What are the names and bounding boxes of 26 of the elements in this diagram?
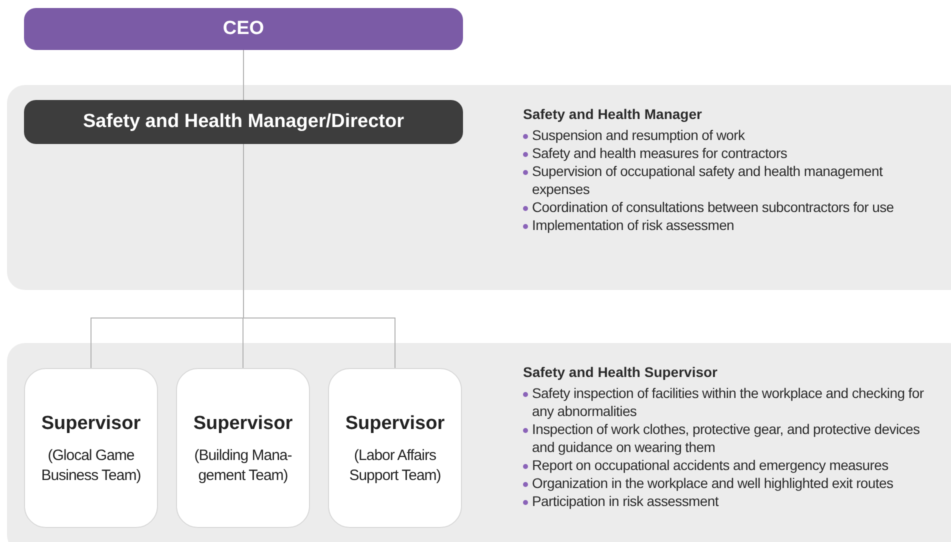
section-band: [7, 343, 951, 542]
duty-item: Implementation of risk assessmen: [532, 216, 734, 234]
duty-item: Inspection of work clothes, protective gear, and protective devices and guidance on wearing them: [532, 420, 921, 456]
section-band: [7, 85, 951, 290]
duty-item: Suspension and resumption of work: [532, 126, 745, 144]
role-title: Supervisor: [193, 412, 293, 436]
duty-item: Coordination of consultations between subcontractors for use: [532, 198, 894, 216]
duty-item: Organization in the workplace and well highlighted exit routes: [532, 474, 894, 492]
team-name: (Glocal Game Business Team): [40, 446, 142, 486]
manager-box: Safety and Health Manager/Director: [24, 100, 463, 144]
role-title: Supervisor: [345, 412, 445, 436]
team-name: (Building Mana-gement Team): [193, 446, 293, 486]
duty-item: Supervision of occupational safety and health management expenses: [532, 162, 884, 198]
duty-item: Report on occupational accidents and emergency measures: [532, 456, 888, 474]
duty-item: Safety and health measures for contractors: [532, 144, 788, 162]
duties-heading: Safety and Health Manager: [523, 105, 703, 123]
duties-heading: Safety and Health Supervisor: [523, 363, 719, 381]
connector-line: [243, 50, 244, 100]
duty-item: Safety inspection of facilities within the workplace and checking for any abnormalities: [532, 384, 925, 420]
supervisor-card: [24, 368, 158, 528]
role-title: Supervisor: [41, 412, 141, 436]
duty-item: Participation in risk assessment: [532, 492, 718, 510]
supervisor-card: [176, 368, 310, 528]
supervisor-card: [328, 368, 462, 528]
team-name: (Labor Affairs Support Team): [348, 446, 442, 486]
executive-box: CEO: [24, 8, 463, 50]
